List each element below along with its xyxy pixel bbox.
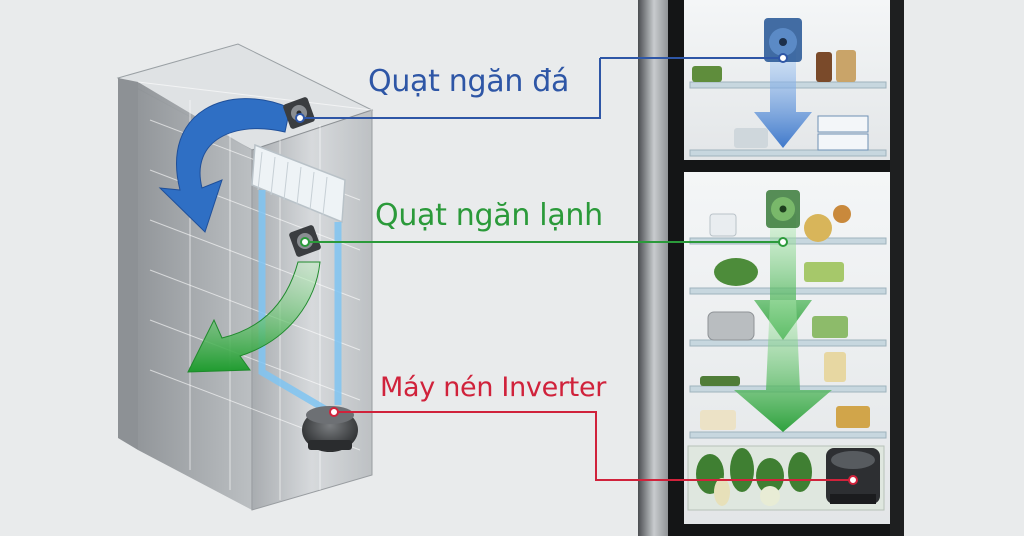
compressor-label: Máy nén Inverter bbox=[380, 372, 607, 403]
freezer-fan-photo-icon bbox=[764, 18, 802, 62]
compressor-icon bbox=[302, 406, 358, 452]
fridge-fan-photo-icon bbox=[766, 190, 800, 228]
callout-dots bbox=[295, 53, 858, 485]
freezer-fan-callout bbox=[300, 57, 783, 119]
fridge-airflow-arrow-lower bbox=[734, 300, 832, 432]
fridge-fan-label: Quạt ngăn lạnh bbox=[375, 198, 603, 233]
compressor-callout bbox=[334, 411, 853, 481]
fridge-airflow-arrow-photo bbox=[754, 214, 812, 340]
freezer-airflow-arrow bbox=[158, 98, 291, 233]
freezer-airflow-arrow-photo bbox=[754, 40, 812, 148]
fridge-door-edge bbox=[118, 78, 138, 450]
fridge-interior-photo bbox=[638, 0, 1024, 536]
callout-lines bbox=[300, 57, 853, 481]
evaporator bbox=[251, 143, 346, 224]
freezer-fan-label: Quạt ngăn đá bbox=[368, 64, 570, 99]
fridge-airflow-arrow bbox=[187, 261, 321, 373]
air-duct bbox=[258, 190, 342, 416]
fridge-3d-cutaway bbox=[116, 43, 374, 511]
